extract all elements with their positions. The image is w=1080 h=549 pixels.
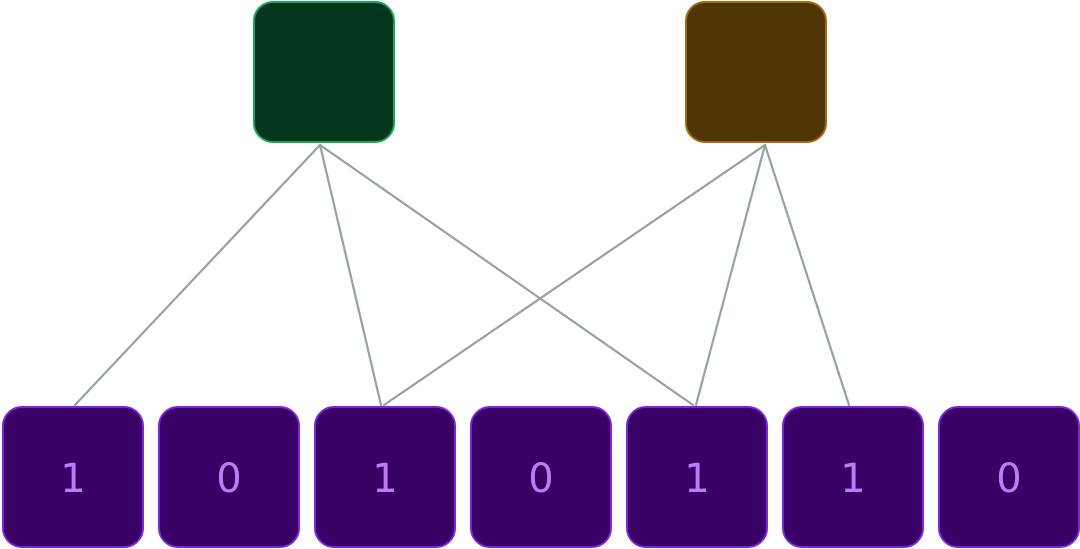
bit-value-1: 1: [60, 456, 86, 502]
brown-node: [685, 1, 827, 143]
bit-cell-5: 1: [626, 406, 768, 548]
edge-brown-to-bit-3: [382, 143, 767, 407]
edge-brown-to-bit-5: [694, 143, 767, 407]
bit-cell-7: 0: [938, 406, 1080, 548]
bit-value-7: 0: [996, 456, 1022, 502]
edge-green-to-bit-5: [318, 143, 695, 407]
bit-cell-6: 1: [782, 406, 924, 548]
edge-brown-to-bit-6: [763, 143, 851, 407]
bit-value-4: 0: [528, 456, 554, 502]
bit-value-6: 1: [840, 456, 866, 502]
bit-value-2: 0: [216, 456, 242, 502]
edge-green-to-bit-3: [318, 143, 383, 407]
bit-cell-1: 1: [2, 406, 144, 548]
bit-value-5: 1: [684, 456, 710, 502]
edge-green-to-bit-1: [73, 143, 322, 407]
bit-cell-3: 1: [314, 406, 456, 548]
green-node: [253, 1, 395, 143]
bit-value-3: 1: [372, 456, 398, 502]
bit-cell-4: 0: [470, 406, 612, 548]
bit-cell-2: 0: [158, 406, 300, 548]
